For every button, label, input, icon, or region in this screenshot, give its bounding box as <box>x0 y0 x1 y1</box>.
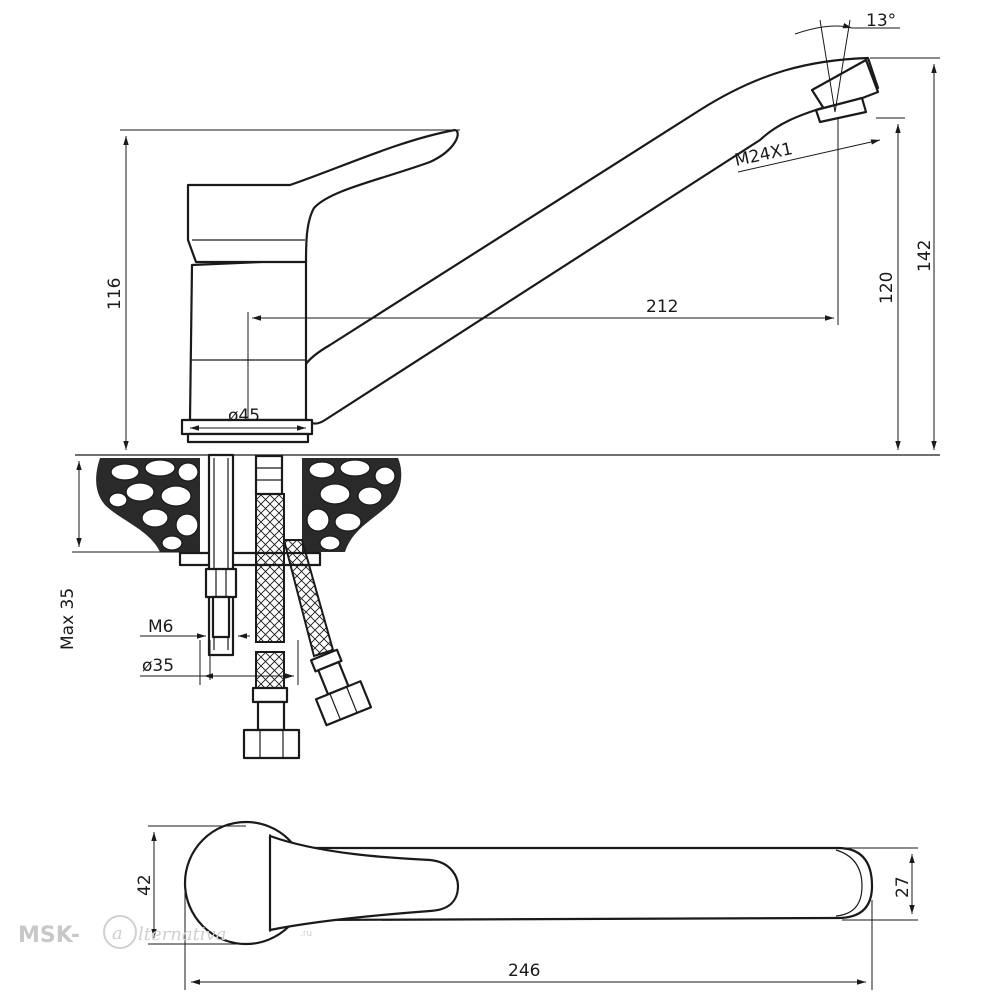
max-deck-label: Max 35 <box>58 588 78 650</box>
dim-outlet-height: 120 <box>876 117 905 450</box>
plan-length-label: 246 <box>508 961 540 981</box>
base-diameter-label: ø45 <box>228 406 260 426</box>
hole-diameter-label: ø35 <box>142 656 174 676</box>
outlet-height-label: 120 <box>877 272 897 304</box>
dim-reach: 212 <box>247 118 839 420</box>
plan-lever <box>268 834 460 932</box>
countertop-stone-left <box>96 458 200 552</box>
dim-max-deck: Max 35 <box>58 461 180 650</box>
dim-angle: 13° <box>794 11 900 113</box>
flexible-hose-straight <box>242 454 301 760</box>
total-height-label: 142 <box>915 240 935 272</box>
reach-label: 212 <box>646 297 678 317</box>
spout <box>298 56 880 425</box>
handle-height-label: 116 <box>105 278 125 310</box>
plan-width-label: 42 <box>135 874 155 896</box>
watermark-suffix: .ru <box>300 929 312 939</box>
aerator <box>810 58 880 124</box>
plan-spout-width-label: 27 <box>893 876 913 898</box>
dim-stud-thread: M6 <box>140 617 250 680</box>
dim-hole-diameter: ø35 <box>140 640 299 685</box>
dim-base-diameter: ø45 <box>190 406 306 431</box>
flexible-hose-angled <box>282 539 373 727</box>
lever-handle <box>186 128 459 264</box>
dim-plan-spout-width: 27 <box>842 847 918 921</box>
dim-plan-width: 42 <box>135 825 246 945</box>
plan-view: 42 27 246 <box>135 820 918 990</box>
watermark: MSK- a lternativa .ru <box>18 915 312 949</box>
watermark-brand: MSK- <box>18 923 80 948</box>
watermark-logo-ring <box>103 915 137 949</box>
side-view: 13° M24X1 116 120 142 <box>58 11 940 760</box>
dim-total-height: 142 <box>870 57 940 450</box>
dim-plan-length: 246 <box>184 886 873 990</box>
angle-label: 13° <box>866 11 896 31</box>
threaded-stud <box>204 453 238 657</box>
dim-handle-height: 116 <box>105 129 460 450</box>
watermark-logo-letter: a <box>112 923 123 944</box>
stud-thread-label: M6 <box>148 617 173 637</box>
watermark-script: lternativa <box>138 924 226 945</box>
countertop-stone-right <box>302 458 402 552</box>
